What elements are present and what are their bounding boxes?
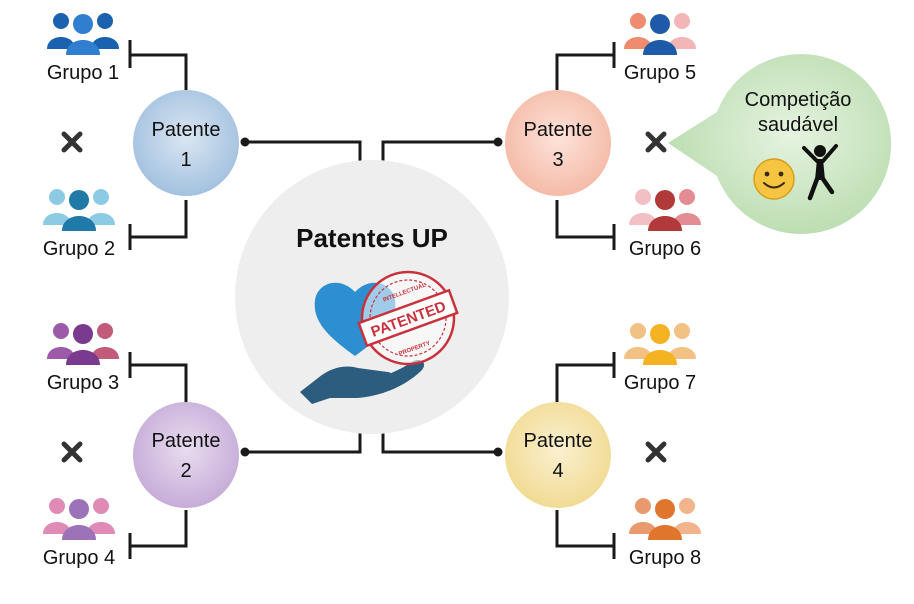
bubble-line-2: saudável: [758, 114, 838, 136]
connector-p4-g7: [555, 363, 614, 403]
connector-p4-g8: [555, 510, 614, 548]
patent-label-word: Patente: [524, 430, 593, 452]
patent-circle-3: [505, 90, 611, 196]
patented-stamp: INTELLECTUAL PATENTED PROPERTY: [357, 270, 459, 366]
patent-node-3: Patente 3: [505, 90, 611, 196]
people-icon: [47, 13, 119, 55]
patent-label-number: 2: [180, 460, 191, 482]
group-1: Grupo 1: [47, 13, 119, 84]
patent-circle-4: [505, 402, 611, 508]
group-label: Grupo 3: [47, 372, 119, 394]
patent-node-4: Patente 4: [505, 402, 611, 508]
dot-p2: [240, 447, 250, 457]
patent-circle-1: [133, 90, 239, 196]
close-icon: [645, 131, 667, 153]
patent-label-number: 3: [552, 149, 563, 171]
group-label: Grupo 1: [47, 62, 119, 84]
patent-label-word: Patente: [152, 430, 221, 452]
dot-p4: [493, 447, 503, 457]
patent-label-number: 1: [180, 149, 191, 171]
people-icon: [624, 13, 696, 55]
bubble-shape: [668, 54, 892, 235]
close-icon: [61, 441, 83, 463]
close-icon: [61, 131, 83, 153]
group-label: Grupo 4: [43, 547, 115, 569]
patent-circle-2: [133, 402, 239, 508]
patent-label-word: Patente: [524, 119, 593, 141]
connector-p2-g3: [130, 363, 188, 403]
patent-label-word: Patente: [152, 119, 221, 141]
connector-p1-g1: [128, 40, 188, 90]
patent-node-1: Patente 1: [133, 90, 239, 196]
group-6: Grupo 6: [629, 189, 701, 260]
dot-p3: [493, 137, 503, 147]
hand-icon: [300, 359, 425, 404]
patent-label-number: 4: [552, 460, 563, 482]
connector-p3-g6: [555, 200, 614, 239]
connector-p2-g4: [130, 510, 188, 548]
people-icon: [624, 323, 696, 365]
group-label: Grupo 6: [629, 238, 701, 260]
center-title: Patentes UP: [296, 223, 448, 253]
people-icon: [629, 498, 701, 540]
people-icon: [43, 189, 115, 231]
group-7: Grupo 7: [624, 323, 696, 394]
patent-node-2: Patente 2: [133, 402, 239, 508]
people-icon: [629, 189, 701, 231]
group-label: Grupo 2: [43, 238, 115, 260]
connector-p3-g5: [555, 53, 614, 90]
connectors: [128, 40, 616, 559]
center-node: Patentes UP INTELLECTUAL PATENTED PROPER…: [235, 160, 509, 434]
people-icon: [47, 323, 119, 365]
versus-marks: [61, 131, 667, 463]
group-label: Grupo 7: [624, 372, 696, 394]
group-8: Grupo 8: [629, 498, 701, 569]
group-label: Grupo 5: [624, 62, 696, 84]
competition-bubble: Competição saudável: [668, 54, 892, 235]
group-2: Grupo 2: [43, 189, 115, 260]
group-4: Grupo 4: [43, 498, 115, 569]
dot-p1: [240, 137, 250, 147]
group-label: Grupo 8: [629, 547, 701, 569]
smiley-icon: [753, 158, 795, 200]
group-5: Grupo 5: [624, 13, 696, 84]
bubble-line-1: Competição: [745, 89, 852, 111]
close-icon: [645, 441, 667, 463]
group-3: Grupo 3: [47, 323, 119, 394]
connector-dots: [240, 137, 503, 457]
connector-p1-g2: [130, 200, 188, 239]
people-icon: [43, 498, 115, 540]
celebrating-person-icon: [802, 144, 838, 201]
